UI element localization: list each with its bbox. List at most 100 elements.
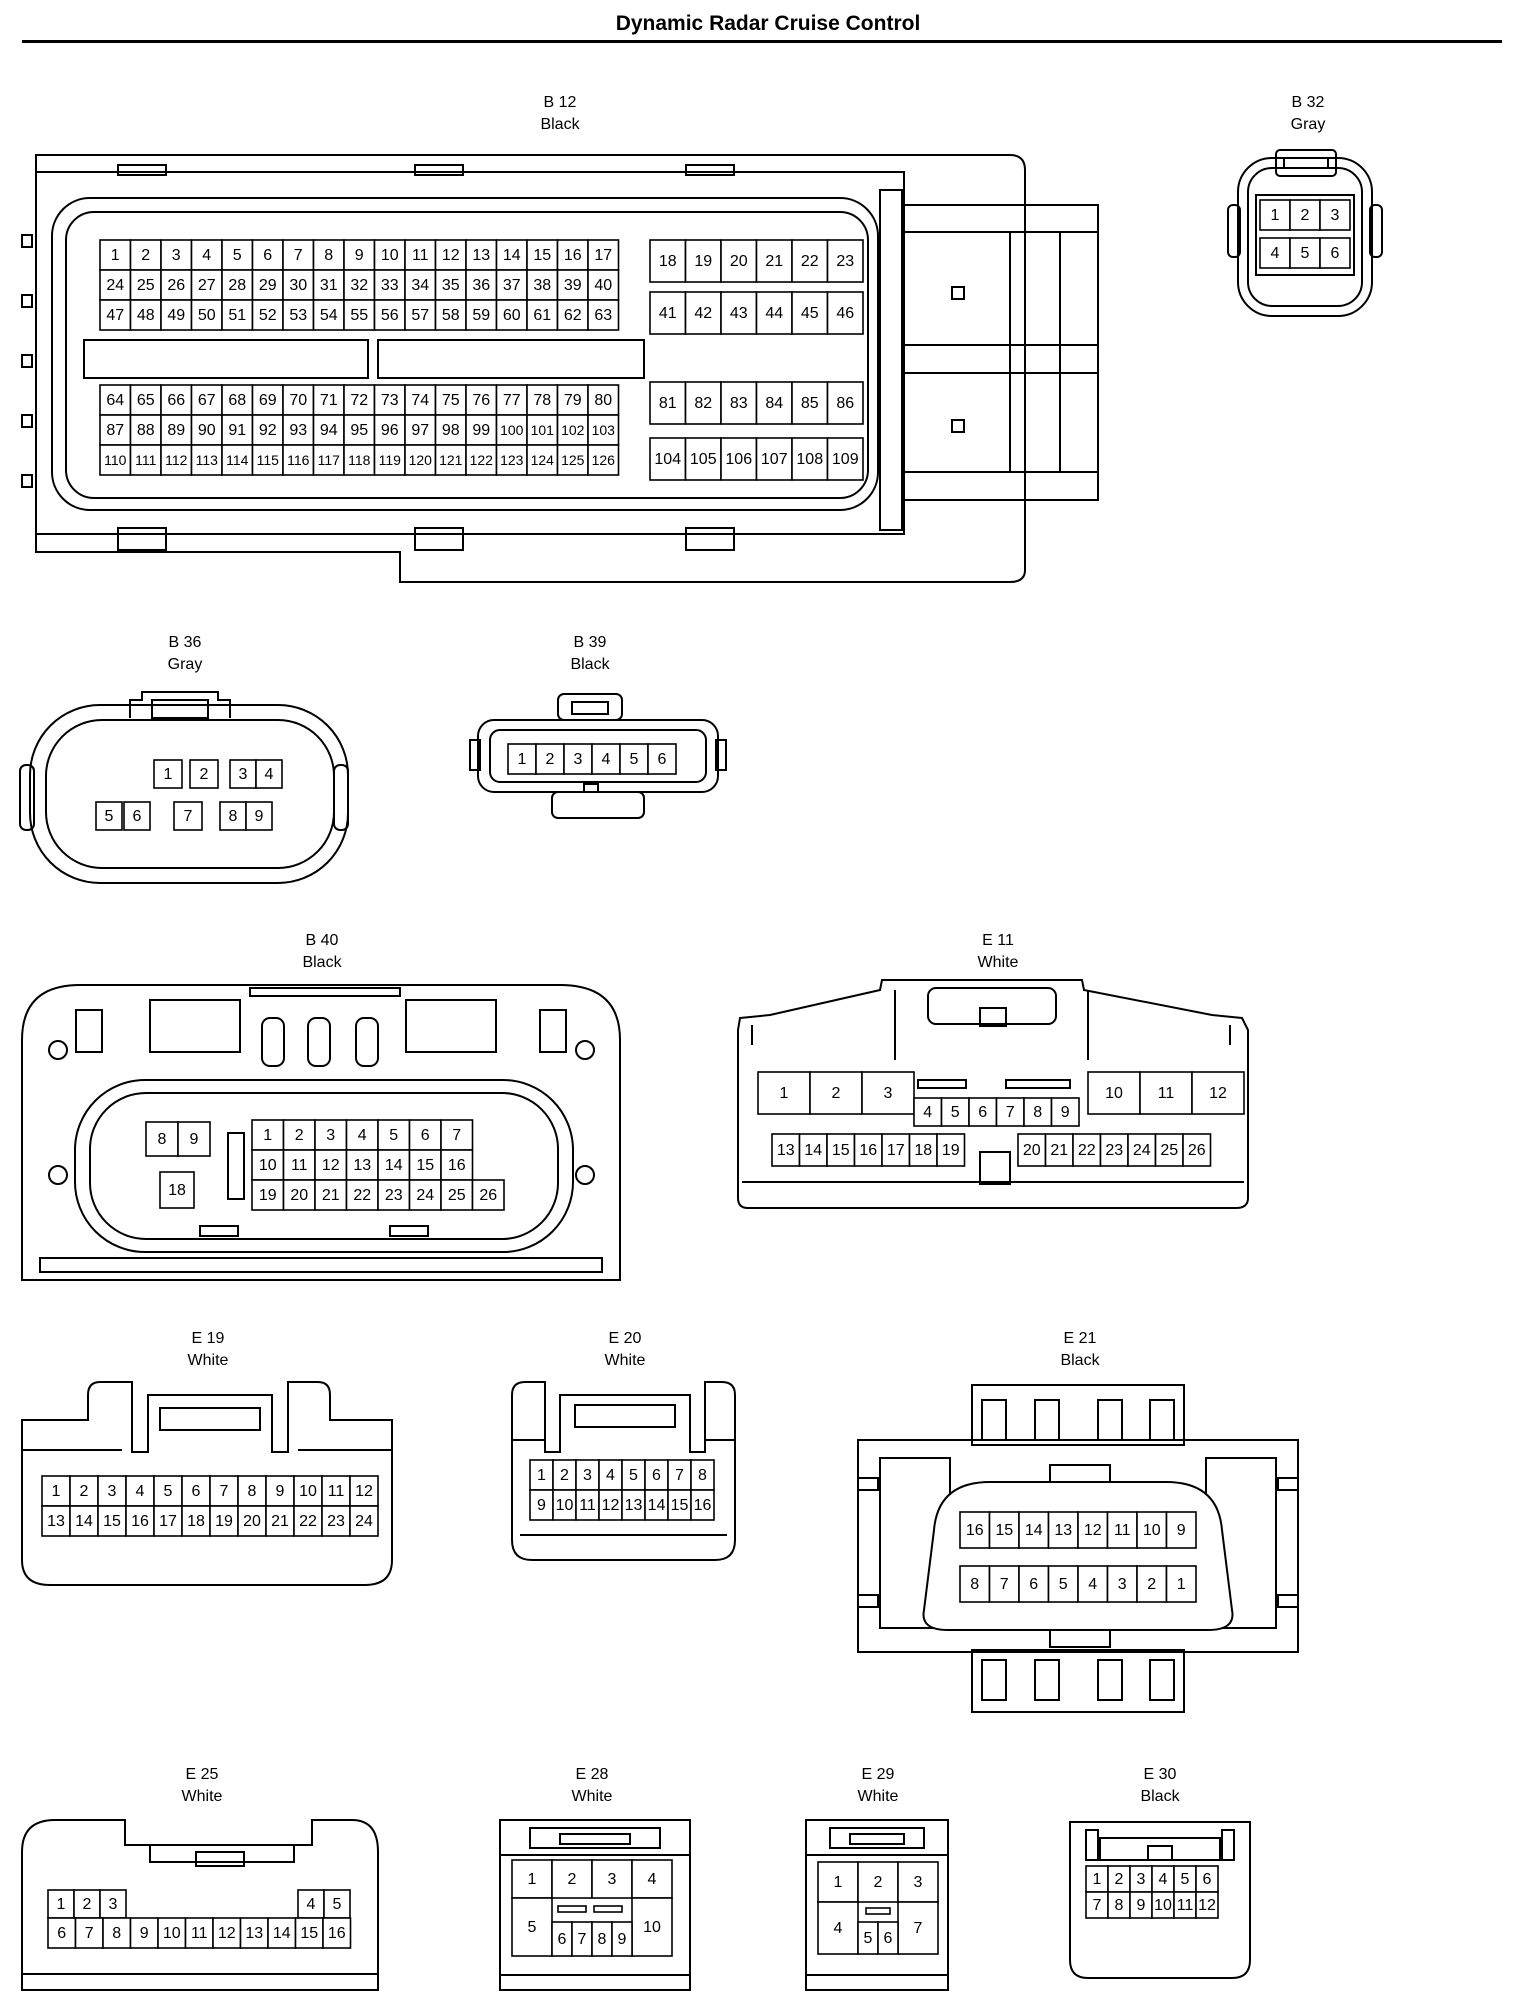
- terminal-number: 7: [1000, 1576, 1009, 1593]
- terminal-number: 13: [1054, 1522, 1072, 1539]
- terminal-16: 16: [125, 1505, 155, 1537]
- terminal-number: 4: [648, 1871, 657, 1888]
- terminal-number: 8: [112, 1925, 121, 1942]
- terminal-84: 84: [755, 381, 793, 425]
- terminal-number: 13: [353, 1157, 371, 1174]
- terminal-number: 21: [1050, 1142, 1068, 1159]
- terminal-19: 19: [684, 239, 722, 283]
- connector-code: E 21: [1063, 1330, 1097, 1347]
- terminal-8: 8: [219, 801, 247, 831]
- terminal-9: 9: [529, 1489, 554, 1521]
- terminal-6: 6: [644, 1459, 669, 1491]
- terminal-32: 32: [343, 269, 376, 301]
- terminal-101: 101: [526, 414, 559, 446]
- terminal-1: 1: [153, 759, 183, 789]
- terminal-number: 11: [191, 1925, 208, 1942]
- terminal-number: 12: [1084, 1522, 1102, 1539]
- terminal-number: 10: [1154, 1897, 1172, 1914]
- terminal-number: 41: [659, 305, 677, 322]
- terminal-number: 8: [698, 1467, 707, 1484]
- terminal-11: 11: [282, 1149, 316, 1181]
- terminal-15: 15: [826, 1133, 856, 1167]
- terminal-85: 85: [791, 381, 829, 425]
- terminal-number: 20: [730, 253, 748, 270]
- terminal-number: 51: [228, 307, 246, 324]
- terminal-95: 95: [343, 414, 376, 446]
- terminal-60: 60: [495, 299, 528, 331]
- terminal-10: 10: [631, 1897, 673, 1957]
- terminal-number: 16: [859, 1142, 877, 1159]
- terminal-number: 4: [602, 751, 611, 768]
- terminal-13: 13: [621, 1489, 646, 1521]
- terminal-number: 12: [218, 1925, 236, 1942]
- terminal-24: 24: [99, 269, 132, 301]
- terminal-26: 26: [160, 269, 193, 301]
- terminal-33: 33: [373, 269, 406, 301]
- terminal-number: 1: [1177, 1576, 1186, 1593]
- terminal-number: 4: [358, 1127, 367, 1144]
- terminal-3: 3: [1129, 1865, 1153, 1893]
- terminal-125: 125: [556, 444, 589, 476]
- terminal-13: 13: [771, 1133, 801, 1167]
- terminal-number: 19: [259, 1187, 277, 1204]
- page-title: Dynamic Radar Cruise Control: [615, 12, 921, 35]
- terminal-99: 99: [465, 414, 498, 446]
- terminal-number: 96: [381, 422, 399, 439]
- terminal-23: 23: [826, 239, 864, 283]
- terminal-number: 89: [167, 422, 185, 439]
- terminal-number: 6: [133, 808, 142, 825]
- terminal-number: 114: [226, 452, 249, 468]
- terminal-63: 63: [587, 299, 620, 331]
- terminal-number: 11: [579, 1497, 596, 1514]
- terminal-6: 6: [1018, 1565, 1050, 1603]
- terminal-number: 21: [271, 1513, 289, 1530]
- terminal-number: 85: [801, 395, 819, 412]
- terminal-number: 18: [187, 1513, 205, 1530]
- terminal-number: 23: [385, 1187, 403, 1204]
- terminal-48: 48: [129, 299, 162, 331]
- terminal-number: 15: [533, 247, 551, 264]
- terminal-2: 2: [1136, 1565, 1168, 1603]
- terminal-number: 115: [257, 452, 280, 468]
- terminal-22: 22: [345, 1179, 379, 1211]
- terminal-number: 94: [320, 422, 338, 439]
- terminal-number: 1: [263, 1127, 272, 1144]
- terminal-number: 112: [165, 452, 188, 468]
- terminal-1: 1: [251, 1119, 285, 1151]
- terminal-number: 26: [1188, 1142, 1206, 1159]
- terminal-67: 67: [190, 384, 223, 416]
- connector-color: Black: [1140, 1788, 1180, 1805]
- terminal-21: 21: [755, 239, 793, 283]
- terminal-number: 34: [411, 277, 429, 294]
- terminal-97: 97: [404, 414, 437, 446]
- terminal-number: 59: [472, 307, 490, 324]
- terminal-number: 74: [411, 392, 429, 409]
- terminal-number: 69: [259, 392, 277, 409]
- terminal-number: 2: [295, 1127, 304, 1144]
- terminal-number: 14: [503, 247, 521, 264]
- terminal-53: 53: [282, 299, 315, 331]
- terminal-number: 10: [643, 1919, 661, 1936]
- terminal-number: 1: [111, 247, 120, 264]
- terminal-2: 2: [69, 1475, 99, 1507]
- terminal-100: 100: [495, 414, 528, 446]
- terminal-number: 24: [106, 277, 124, 294]
- connector-b39: [469, 693, 727, 819]
- terminal-number: 8: [598, 1931, 607, 1948]
- terminal-14: 14: [267, 1917, 297, 1949]
- terminal-26: 26: [471, 1179, 505, 1211]
- terminal-number: 27: [198, 277, 216, 294]
- terminal-46: 46: [826, 291, 864, 335]
- terminal-9: 9: [129, 1917, 159, 1949]
- terminal-number: 5: [233, 247, 242, 264]
- terminal-number: 57: [411, 307, 429, 324]
- terminal-13: 13: [239, 1917, 269, 1949]
- terminal-number: 6: [884, 1930, 893, 1947]
- terminal-114: 114: [221, 444, 254, 476]
- terminal-4: 4: [631, 1859, 673, 1899]
- terminal-number: 95: [350, 422, 368, 439]
- terminal-7: 7: [571, 1921, 593, 1957]
